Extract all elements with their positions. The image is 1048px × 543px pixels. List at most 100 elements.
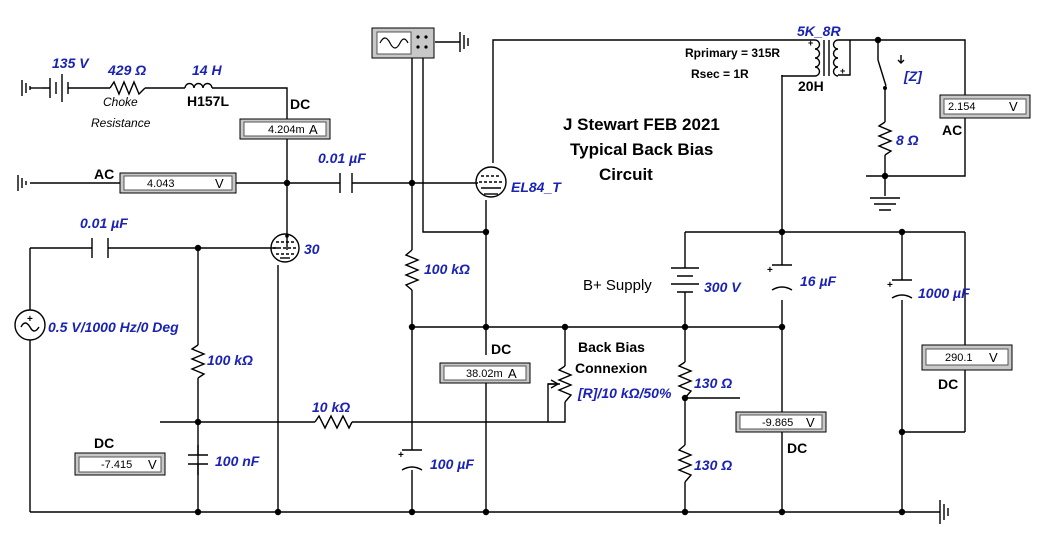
ground-icon [939,500,949,524]
meter-mode-dc-bottom-left: DC [94,435,114,451]
wires [29,39,966,513]
svg-text:+: + [840,66,845,76]
potentiometer[interactable] [548,365,573,403]
voltmeter-dc-bias[interactable]: -9.865 V [735,411,827,433]
label-battery: 135 V [52,55,90,71]
svg-text:+: + [887,280,893,291]
label-cap-left: 0.01 µF [80,215,128,231]
svg-text:+: + [808,38,813,48]
resistor-10k[interactable] [314,414,353,430]
meter-unit: V [989,350,998,365]
label-choke-caption1: Choke [103,95,138,109]
meter-value: 4.204m [268,124,305,136]
meter-mode-dc-cathode: DC [491,341,511,357]
tube-el84[interactable] [475,166,507,198]
label-res-10k: 10 kΩ [312,399,350,415]
label-bplus-value: 300 V [704,279,742,295]
label-res-130-a: 130 Ω [694,375,732,391]
meter-value: -7.415 [101,459,132,471]
label-source: 0.5 V/1000 Hz/0 Deg [48,319,179,335]
label-inductor-model: H157L [187,93,229,109]
svg-text:+: + [767,265,773,276]
tube-30[interactable] [270,233,300,263]
meter-value: 38.02m [466,368,503,380]
ground-icon [459,32,469,52]
capacitor-100nf[interactable] [188,445,208,475]
ac-source[interactable]: + [14,309,46,341]
resistor-grid-100k[interactable] [190,344,206,379]
meter-value: 4.043 [147,178,175,190]
ground-icon [21,80,31,96]
choke-resistor[interactable] [109,80,146,96]
resistor-plate-100k[interactable] [404,249,420,291]
capacitor-1000uf[interactable]: + [887,279,913,299]
label-rsec: Rsec = 1R [691,67,749,81]
capacitor-coupling-top[interactable] [339,173,353,193]
label-bplus: B+ Supply [583,277,652,294]
meter-unit: A [309,122,318,137]
svg-text:+: + [27,314,33,325]
label-choke-caption2: Resistance [91,116,151,130]
label-inductor: 14 H [192,62,222,78]
ammeter-dc-cathode[interactable]: 38.02m A [439,362,531,384]
meter-mode-dc-right: DC [938,376,958,392]
resistor-130-b[interactable] [677,444,693,483]
meter-unit: V [215,176,224,191]
label-cap-100nf: 100 nF [215,453,260,469]
voltmeter-ac-output[interactable]: 2.154 V [939,94,1031,119]
label-choke-res: 429 Ω [107,62,146,78]
label-cap-16uf: 16 µF [800,273,837,289]
label-back-bias-1: Back Bias [578,339,645,355]
meter-unit: V [806,415,815,430]
label-res-grid: 100 kΩ [207,352,253,368]
voltmeter-dc-bottom-left[interactable]: -7.415 V [74,452,166,476]
label-cap-top: 0.01 µF [318,150,366,166]
output-transformer[interactable]: + + [781,38,845,77]
oscilloscope-icon[interactable] [371,27,435,59]
capacitor-16uf[interactable]: + [767,264,793,291]
meter-mode-ac-left: AC [94,166,114,182]
meter-unit: A [508,366,517,381]
meter-unit: V [148,457,157,472]
capacitor-coupling-left[interactable] [91,238,109,258]
ammeter-dc-top[interactable]: 4.204m A [239,118,331,140]
meter-mode-ac-output: AC [942,122,962,138]
meter-unit: V [1009,99,1018,114]
label-res-plate: 100 kΩ [424,261,470,277]
label-tube-el84: EL84_T [511,179,562,195]
capacitor-100uf[interactable]: + [398,449,423,471]
junctions [194,36,906,516]
resistor-8-ohm[interactable] [877,121,893,156]
ground-icon [870,197,900,211]
label-back-bias-2: Connexion [575,360,647,376]
label-cap-100uf: 100 µF [430,456,474,472]
title-line3: Circuit [599,165,653,184]
meter-value: 2.154 [948,101,976,113]
resistor-130-a[interactable] [677,361,693,399]
title-line1: J Stewart FEB 2021 [563,115,720,134]
svg-text:+: + [398,450,404,461]
battery-135v[interactable] [42,74,85,102]
label-res-130-b: 130 Ω [694,457,732,473]
label-transformer-20h: 20H [798,78,824,94]
title-line2: Typical Back Bias [570,140,713,159]
label-pot: [R]/10 kΩ/50% [577,385,672,401]
switch-z[interactable] [877,55,905,90]
meter-value: -9.865 [762,417,793,429]
meter-value: 290.1 [945,352,973,364]
label-rprimary: Rprimary = 315R [685,46,780,60]
label-cap-1000uf: 1000 µF [918,285,970,301]
ground-icon [17,175,27,191]
label-transformer: 5K_8R [797,23,841,39]
inductor-14h[interactable] [184,82,213,89]
label-load: 8 Ω [896,132,919,148]
label-switch: [Z] [903,68,923,84]
meter-mode-dc-bias: DC [787,440,807,456]
voltmeter-ac-left[interactable]: 4.043 V [119,172,237,194]
label-tube-30: 30 [304,241,320,257]
meter-mode-dc-top: DC [290,96,310,112]
voltmeter-dc-right[interactable]: 290.1 V [921,344,1013,371]
bplus-supply-battery[interactable] [671,267,699,300]
